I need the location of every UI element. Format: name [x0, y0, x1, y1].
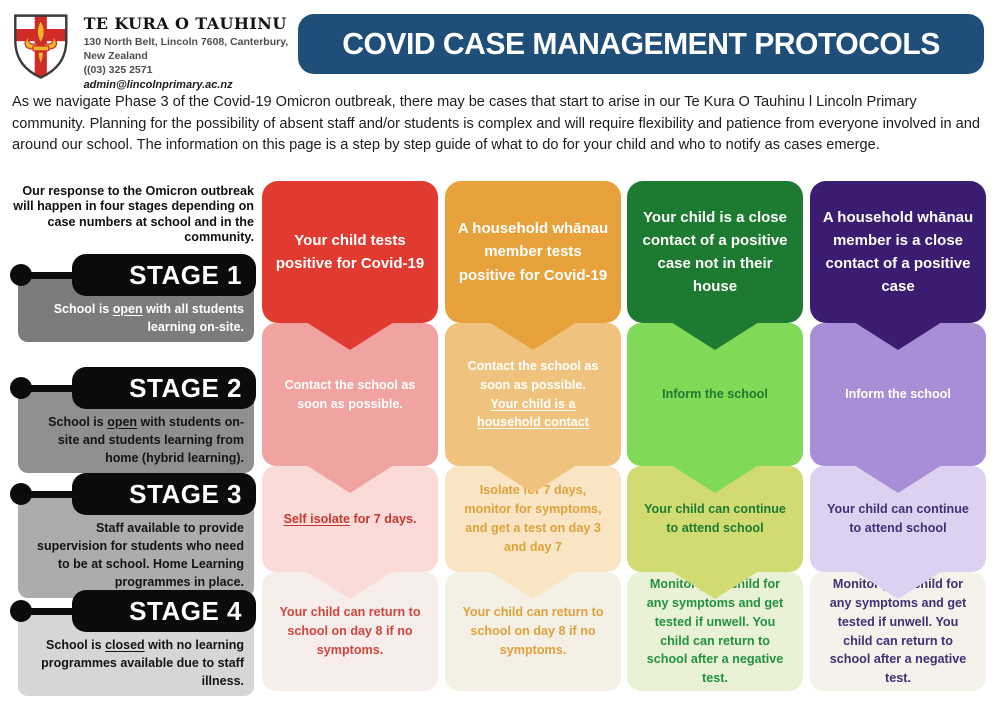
stage-3-group: Staff available to provide supervision f… — [8, 473, 256, 598]
timeline-connector — [20, 385, 100, 392]
stage-1-group: School is open with all students learnin… — [8, 254, 256, 356]
column-header-bubble: A household whānau member tests positive… — [445, 181, 621, 350]
stage-2-pill: STAGE 2 — [72, 367, 256, 409]
column-header-bubble: A household whānau member is a close con… — [810, 181, 986, 350]
school-crest-icon — [14, 14, 68, 79]
stage-2-group: School is open with students on-site and… — [8, 367, 256, 474]
page-title: COVID CASE MANAGEMENT PROTOCOLS — [342, 26, 940, 61]
down-arrow-tail-icon — [671, 571, 759, 599]
school-phone: ((03) 325 2571 — [83, 63, 153, 76]
down-arrow-tail-icon — [306, 465, 394, 493]
stage-3-pill: STAGE 3 — [72, 473, 256, 515]
timeline-connector — [20, 491, 100, 498]
fleur-de-lis-icon — [24, 19, 58, 66]
intro-paragraph: As we navigate Phase 3 of the Covid-19 O… — [12, 94, 981, 154]
down-arrow-tail-icon — [854, 571, 942, 599]
down-arrow-tail-icon — [671, 322, 759, 350]
down-arrow-tail-icon — [854, 465, 942, 493]
down-arrow-tail-icon — [306, 322, 394, 350]
column-header-bubble: Your child is a close contact of a posit… — [627, 181, 803, 350]
school-logo-block: TE KURA O TAUHINU 130 North Belt, Lincol… — [10, 12, 300, 92]
timeline-connector — [20, 608, 100, 615]
column-header-bubble: Your child tests positive for Covid-19 — [262, 181, 438, 350]
step-box: Contact the school as soon as possible. … — [445, 323, 621, 493]
school-name: TE KURA O TAUHINU — [83, 14, 287, 33]
timeline-connector — [20, 272, 100, 279]
stage-4-pill: STAGE 4 — [72, 590, 256, 632]
down-arrow-tail-icon — [306, 571, 394, 599]
protocol-column-close-contact: Your child is a close contact of a posit… — [627, 181, 803, 691]
protocol-column-household-contact: A household whānau member is a close con… — [810, 181, 986, 691]
protocol-column-child-positive: Your child tests positive for Covid-19 C… — [262, 181, 438, 691]
protocol-column-household-positive: A household whānau member tests positive… — [445, 181, 621, 691]
down-arrow-tail-icon — [854, 322, 942, 350]
stage-1-pill: STAGE 1 — [72, 254, 256, 296]
stage-4-group: School is closed with no learning progra… — [8, 590, 256, 697]
school-address: 130 North Belt, Lincoln 7608, Canterbury… — [83, 36, 289, 62]
down-arrow-tail-icon — [489, 571, 577, 599]
step-box: Your child can continue to attend school — [627, 466, 803, 599]
down-arrow-tail-icon — [489, 322, 577, 350]
school-email: admin@lincolnprimary.ac.nz — [83, 78, 233, 91]
down-arrow-tail-icon — [671, 465, 759, 493]
title-banner: COVID CASE MANAGEMENT PROTOCOLS — [298, 14, 984, 74]
stages-intro: Our response to the Omicron outbreak wil… — [13, 184, 254, 245]
down-arrow-tail-icon — [489, 465, 577, 493]
